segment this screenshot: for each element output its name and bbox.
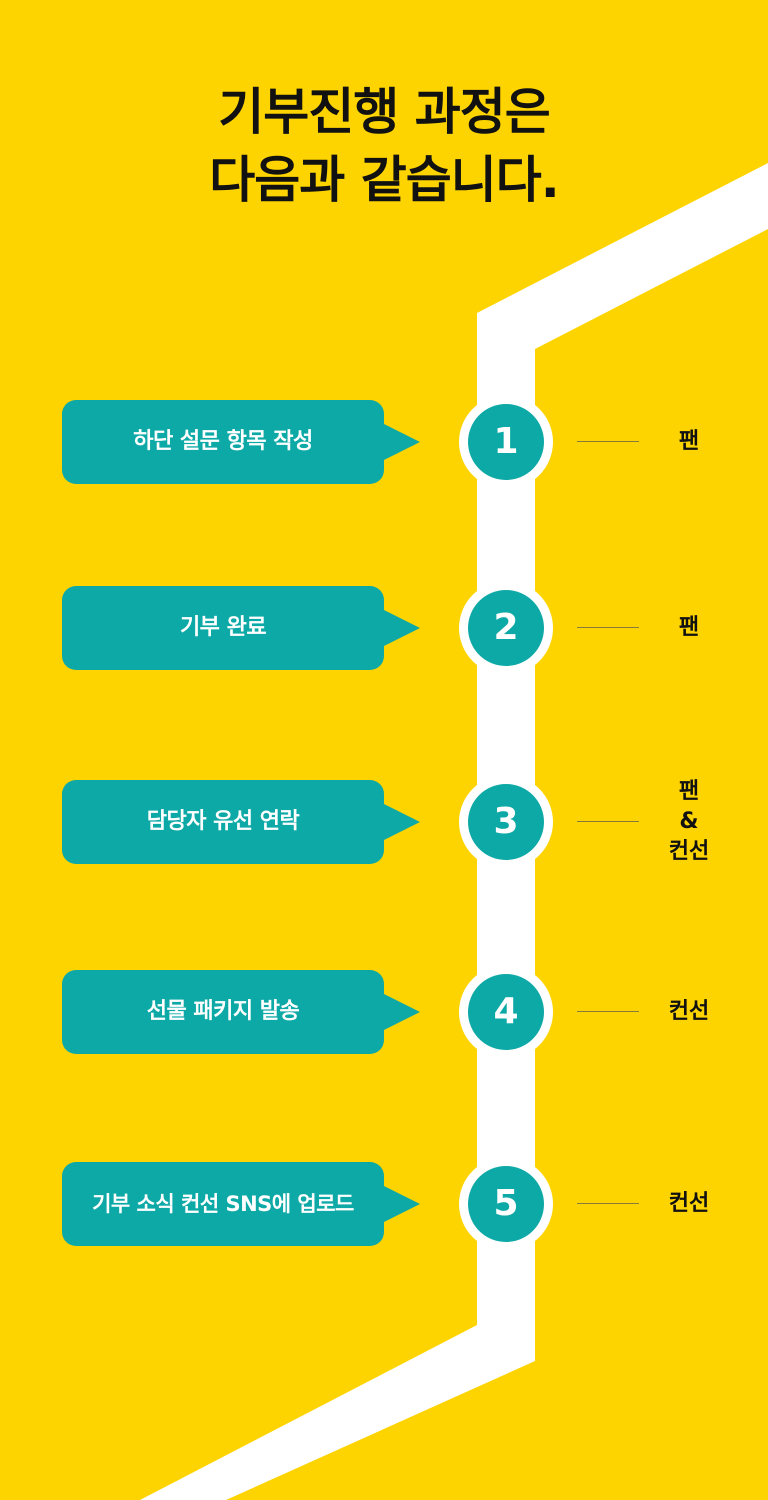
step-5-number: 5 xyxy=(468,1166,544,1242)
step-5-number-badge: 5 xyxy=(459,1157,553,1251)
step-5-bubble-tail xyxy=(380,1184,420,1224)
page-title: 기부진행 과정은 다음과 같습니다. xyxy=(0,78,768,214)
path-bottom-diagonal xyxy=(140,1325,535,1500)
step-3: 담당자 유선 연락 3 팬 & 컨선 xyxy=(0,775,768,869)
step-2: 기부 완료 2 팬 xyxy=(0,581,768,675)
step-4-number: 4 xyxy=(468,974,544,1050)
step-3-actor-line-1: 팬 xyxy=(678,779,700,804)
step-1-number: 1 xyxy=(468,404,544,480)
step-5-connector-line xyxy=(577,1203,639,1204)
step-4-number-badge: 4 xyxy=(459,965,553,1059)
step-4-actor: 컨선 xyxy=(645,970,733,1054)
step-3-number: 3 xyxy=(468,784,544,860)
step-3-label: 담당자 유선 연락 xyxy=(146,809,300,834)
step-3-bubble-tail xyxy=(380,802,420,842)
step-1-connector-line xyxy=(577,441,639,442)
step-2-actor-line-1: 팬 xyxy=(678,615,700,640)
step-3-actor-line-3: 컨선 xyxy=(668,839,710,864)
step-5: 기부 소식 컨선 SNS에 업로드 5 컨선 xyxy=(0,1157,768,1251)
title-line-1: 기부진행 과정은 xyxy=(218,83,550,141)
step-1-bubble-tail xyxy=(380,422,420,462)
step-4: 선물 패키지 발송 4 컨선 xyxy=(0,965,768,1059)
step-2-connector-line xyxy=(577,627,639,628)
step-2-number: 2 xyxy=(468,590,544,666)
step-2-number-badge: 2 xyxy=(459,581,553,675)
step-1: 하단 설문 항목 작성 1 팬 xyxy=(0,395,768,489)
step-5-actor-line-1: 컨선 xyxy=(668,1191,710,1216)
step-4-bubble-tail xyxy=(380,992,420,1032)
title-line-2: 다음과 같습니다. xyxy=(209,151,559,209)
path-top-diagonal xyxy=(477,163,768,349)
step-5-label: 기부 소식 컨선 SNS에 업로드 xyxy=(92,1192,354,1216)
step-3-actor: 팬 & 컨선 xyxy=(645,779,733,864)
step-5-bubble: 기부 소식 컨선 SNS에 업로드 xyxy=(62,1162,384,1246)
step-3-actor-line-2: & xyxy=(679,809,699,834)
step-1-bubble: 하단 설문 항목 작성 xyxy=(62,400,384,484)
step-2-bubble: 기부 완료 xyxy=(62,586,384,670)
step-3-connector-line xyxy=(577,821,639,822)
step-1-label: 하단 설문 항목 작성 xyxy=(133,429,313,454)
step-1-number-badge: 1 xyxy=(459,395,553,489)
step-3-bubble: 담당자 유선 연락 xyxy=(62,780,384,864)
step-2-label: 기부 완료 xyxy=(179,615,267,640)
step-1-actor: 팬 xyxy=(645,400,733,484)
step-3-number-badge: 3 xyxy=(459,775,553,869)
step-1-actor-line-1: 팬 xyxy=(678,429,700,454)
step-2-actor: 팬 xyxy=(645,586,733,670)
step-4-actor-line-1: 컨선 xyxy=(668,999,710,1024)
step-5-actor: 컨선 xyxy=(645,1162,733,1246)
step-4-label: 선물 패키지 발송 xyxy=(146,999,300,1024)
step-4-bubble: 선물 패키지 발송 xyxy=(62,970,384,1054)
step-4-connector-line xyxy=(577,1011,639,1012)
step-2-bubble-tail xyxy=(380,608,420,648)
